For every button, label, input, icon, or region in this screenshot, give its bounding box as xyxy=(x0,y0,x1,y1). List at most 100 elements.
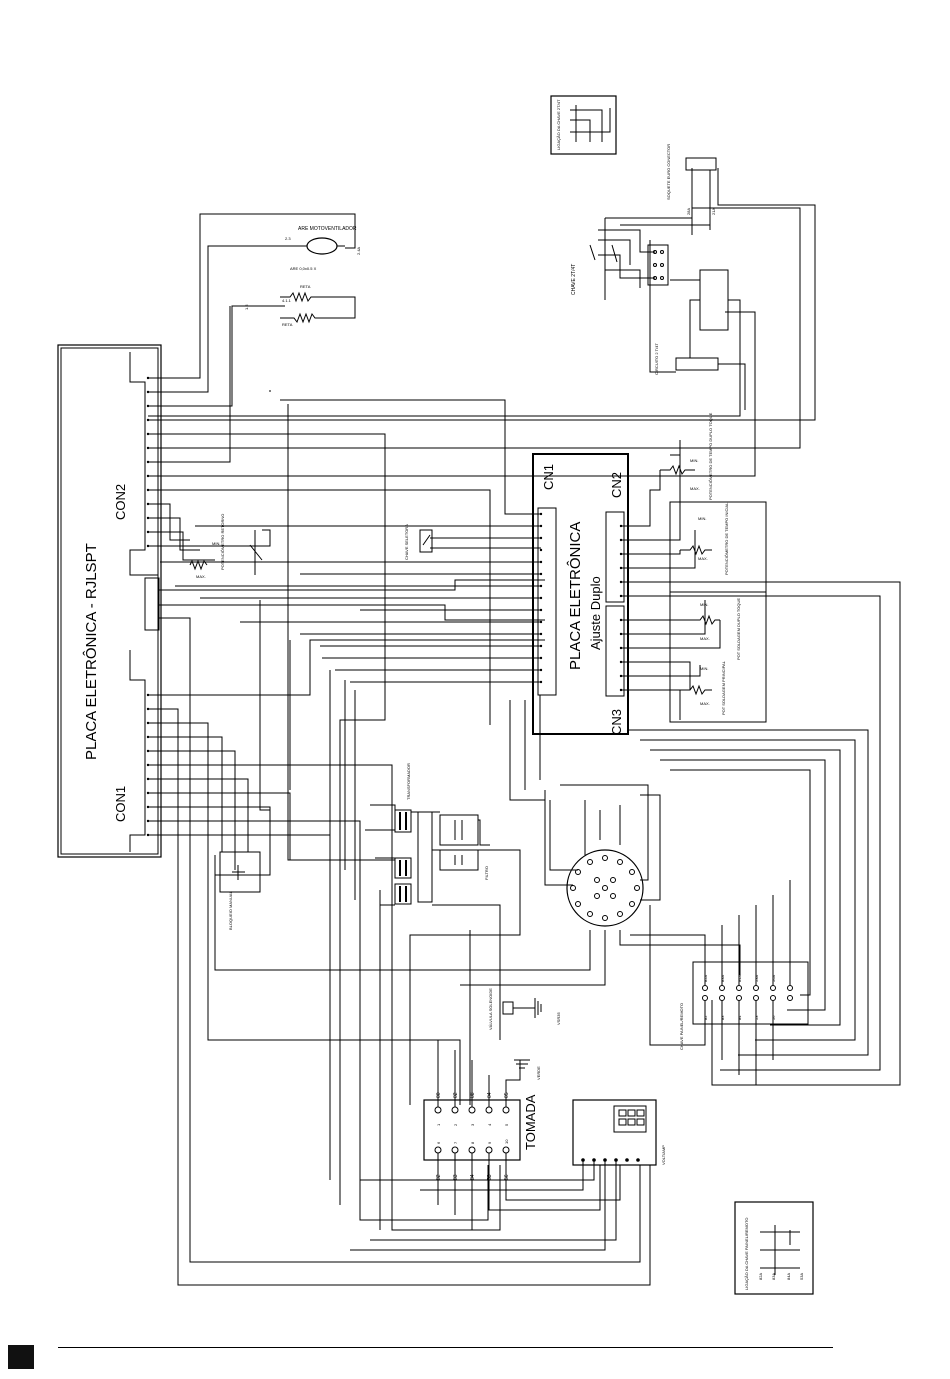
page-corner-mark xyxy=(8,1345,34,1369)
cn1-label: CN1 xyxy=(541,464,556,490)
svg-text:3: 3 xyxy=(470,1123,475,1126)
svg-text:CIRCUITO 2 T/4T: CIRCUITO 2 T/4T xyxy=(654,343,659,375)
svg-text:83A: 83A xyxy=(771,1273,776,1280)
svg-text:56: 56 xyxy=(504,1174,510,1180)
svg-text:POTENCIÔMETRO RETORNO: POTENCIÔMETRO RETORNO xyxy=(220,514,225,570)
cn-right-wires xyxy=(621,581,901,1086)
svg-text:RETA: RETA xyxy=(300,284,311,289)
tomada-bottom-labels: 82 83 84 53 56 xyxy=(436,1174,510,1180)
svg-text:MAX.: MAX. xyxy=(698,556,708,561)
svg-text:FILTRO: FILTRO xyxy=(484,866,489,880)
ligacao-painel-legend: LIGAÇÃO DA CHAVE PAINEL/REMOTO 82A 83A 8… xyxy=(734,1201,814,1295)
svg-text:28A: 28A xyxy=(686,208,691,215)
svg-text:CHAVE 2T/4T: CHAVE 2T/4T xyxy=(571,264,577,295)
svg-text:1: 1 xyxy=(436,1123,441,1126)
svg-text:8: 8 xyxy=(470,1141,475,1144)
svg-text:MIN.: MIN. xyxy=(700,602,708,607)
cn3-label: CN3 xyxy=(609,709,624,735)
fan-label: ARE MOTOVENTILADOR xyxy=(298,226,357,232)
svg-text:82: 82 xyxy=(436,1174,442,1180)
chave-2t4t-legend: LIGAÇÃO DA CHAVE 2T/4T xyxy=(550,95,617,155)
svg-text:MIN.: MIN. xyxy=(212,541,220,546)
sub-board-title: PLACA ELETRÔNICA xyxy=(567,522,584,670)
svg-text:1.5: 1.5 xyxy=(244,304,249,310)
svg-text:MAX.: MAX. xyxy=(700,701,710,706)
svg-text:POT SOLDAGEM PRINCIPAL: POT SOLDAGEM PRINCIPAL xyxy=(721,660,726,715)
svg-text:MIN.: MIN. xyxy=(700,666,708,671)
tomada-label: TOMADA xyxy=(523,1094,538,1150)
cn2-pins xyxy=(619,524,623,598)
svg-text:84A: 84A xyxy=(786,1273,791,1280)
con2-wires xyxy=(148,168,816,1263)
svg-text:21A: 21A xyxy=(711,208,716,215)
footer-rule xyxy=(58,1347,833,1348)
main-board-title: PLACA ELETRÔNICA - RJLSPT xyxy=(83,543,100,760)
pot-tempo-duplo: MAX. MIN. POTENCIÔMETRO DE TEMPO DUPLO T… xyxy=(621,412,713,541)
bloqueio-manual: BLOQUEIO MANUAL xyxy=(219,851,261,930)
svg-text:VOLT/AMP: VOLT/AMP xyxy=(661,1145,666,1165)
svg-text:VERDE: VERDE xyxy=(536,1066,541,1080)
svg-text:53A: 53A xyxy=(799,1273,804,1280)
chave-2t4t: CHAVE 2T/4T xyxy=(571,217,710,300)
svg-text:MAX.: MAX. xyxy=(196,574,206,579)
fan-motor: ARE MOTOVENTILADOR 2.3 2.4A xyxy=(285,226,361,255)
pot-soldagem-principal: MAX. MIN. POT SOLDAGEM PRINCIPAL xyxy=(621,591,767,723)
svg-text:ARE 0,0x0.5 X: ARE 0,0x0.5 X xyxy=(290,266,317,271)
tomada: TOMADA 00 02 08 04 05 1 2 3 4 5 6 7 8 9 … xyxy=(423,1040,621,1230)
svg-text:6: 6 xyxy=(436,1141,441,1144)
svg-text:04: 04 xyxy=(487,1092,493,1098)
valvula-solenoide: VÁLVULA SOLENOIDE VSR35 xyxy=(488,988,561,1030)
svg-text:05: 05 xyxy=(504,1092,510,1098)
svg-text:LIGAÇÃO DA CHAVE PAINEL/REMOTO: LIGAÇÃO DA CHAVE PAINEL/REMOTO xyxy=(744,1218,749,1290)
circuito-2t4t: CIRCUITO 2 T/4T xyxy=(148,240,746,417)
con2-label: CON2 xyxy=(113,484,128,520)
svg-text:84: 84 xyxy=(470,1174,476,1180)
svg-text:SOQUETE EURO CONECTOR: SOQUETE EURO CONECTOR xyxy=(666,144,671,200)
pot-tempo-inicial: MAX. MIN. POTENCIÔMETRO DE TEMPO INICIAL xyxy=(621,501,767,593)
svg-text:7: 7 xyxy=(453,1141,458,1144)
euro-connector: SOQUETE EURO CONECTOR 28A 21A xyxy=(666,144,717,230)
transformer: TRANSFORMADOR FILTRO xyxy=(365,763,521,1230)
svg-text:RETA: RETA xyxy=(282,322,293,327)
con1-label: CON1 xyxy=(113,786,128,822)
svg-text:00: 00 xyxy=(436,1092,442,1098)
cn1-wires xyxy=(160,390,541,861)
pot-soldagem-duplo: MAX. MIN. POT SOLDAGEM DUPLO TOQUE xyxy=(621,598,741,660)
svg-text:82A: 82A xyxy=(758,1273,763,1280)
main-board: PLACA ELETRÔNICA - RJLSPT CON2 CON1 xyxy=(57,344,162,858)
svg-text:CHAVE PAINEL/REMOTO: CHAVE PAINEL/REMOTO xyxy=(679,1003,684,1050)
svg-text:4: 4 xyxy=(487,1123,492,1126)
svg-text:CHAVE SELETORA: CHAVE SELETORA xyxy=(404,524,409,560)
tomada-pin-numbers: 1 2 3 4 5 6 7 8 9 10 xyxy=(436,1123,509,1144)
svg-text:MAX.: MAX. xyxy=(690,486,700,491)
svg-text:5: 5 xyxy=(504,1123,509,1126)
chave-seletora: CHAVE SELETORA xyxy=(404,524,433,560)
svg-text:BLOQUEIO MANUAL: BLOQUEIO MANUAL xyxy=(228,891,233,930)
round-connector xyxy=(214,784,741,986)
svg-text:53: 53 xyxy=(487,1174,493,1180)
svg-text:4.1.1: 4.1.1 xyxy=(282,298,292,303)
svg-text:MAX.: MAX. xyxy=(700,636,710,641)
svg-text:83: 83 xyxy=(453,1174,459,1180)
svg-text:POT SOLDAGEM DUPLO TOQUE: POT SOLDAGEM DUPLO TOQUE xyxy=(736,598,741,660)
svg-text:2: 2 xyxy=(453,1123,458,1126)
svg-text:02: 02 xyxy=(453,1092,459,1098)
pot-retorno: POTENCIÔMETRO RETORNO MAX. MIN. xyxy=(189,514,263,579)
svg-text:10: 10 xyxy=(504,1139,509,1144)
svg-text:2.3: 2.3 xyxy=(285,236,291,241)
svg-text:08: 08 xyxy=(470,1092,476,1098)
sub-board-subtitle: Ajuste Duplo xyxy=(588,576,603,650)
cn3-pins xyxy=(619,618,623,692)
con1-wires xyxy=(148,639,651,1286)
svg-text:LIGAÇÃO DA CHAVE 2T/4T: LIGAÇÃO DA CHAVE 2T/4T xyxy=(556,99,561,150)
resistors: ARE 0,0x0.5 X RETA 4.1.1 RETA 1.5 xyxy=(244,266,356,327)
volt-amp: VOLT/AMP xyxy=(350,1099,666,1251)
svg-text:MIN.: MIN. xyxy=(690,458,698,463)
sub-board: PLACA ELETRÔNICA Ajuste Duplo CN1 CN2 CN… xyxy=(532,453,629,735)
svg-text:VÁLVULA SOLENOIDE: VÁLVULA SOLENOIDE xyxy=(488,988,493,1030)
chave-painel-remoto: 82A 83A 84A 53A 56A 82 83 84 53 56 CHAVE… xyxy=(630,880,809,1085)
svg-text:2.4A: 2.4A xyxy=(356,246,361,255)
svg-text:POTENCIÔMETRO DE TEMPO INICIAL: POTENCIÔMETRO DE TEMPO INICIAL xyxy=(724,502,729,575)
svg-text:POTENCIÔMETRO DE TEMPO DUPLO T: POTENCIÔMETRO DE TEMPO DUPLO TOQUE xyxy=(708,412,713,500)
